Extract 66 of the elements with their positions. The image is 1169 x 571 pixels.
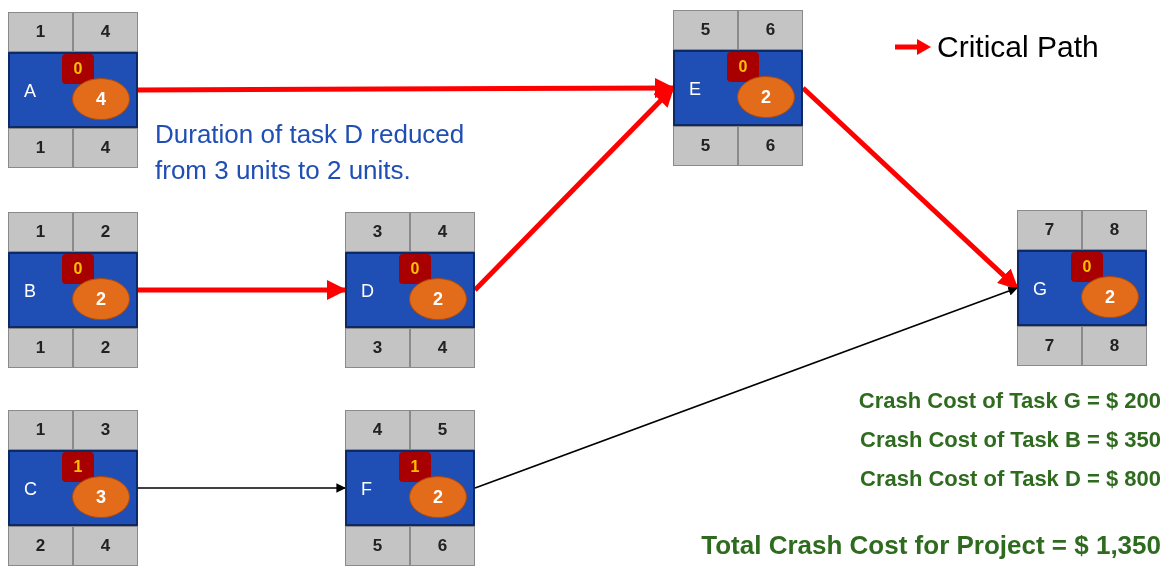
task-label: D: [361, 280, 374, 303]
task-node: [8, 410, 138, 566]
time-cell: 3: [73, 410, 138, 450]
arrow: [138, 280, 347, 300]
slack-badge: 1: [62, 452, 94, 482]
time-cell: 4: [410, 212, 475, 252]
task-node: [8, 12, 138, 168]
note-text: Duration of task D reduced from 3 units to 2 units.: [155, 118, 466, 187]
time-cell: 2: [73, 328, 138, 368]
duration-ellipse: 2: [72, 278, 130, 320]
time-cell: 7: [1017, 210, 1082, 250]
task-label: A: [24, 80, 36, 103]
task-node: [8, 212, 138, 368]
time-cell: 3: [345, 212, 410, 252]
time-cell: 6: [738, 10, 803, 50]
slack-badge: 0: [1071, 252, 1103, 282]
duration-ellipse: 2: [737, 76, 795, 118]
time-cell: 1: [8, 128, 73, 168]
total-cost-text: Total Crash Cost for Project = $ 1,350: [701, 529, 1161, 562]
duration-ellipse: 3: [72, 476, 130, 518]
time-cell: 1: [8, 212, 73, 252]
arrow: [137, 483, 346, 493]
time-cell: 6: [410, 526, 475, 566]
slack-badge: 1: [399, 452, 431, 482]
slack-badge: 0: [727, 52, 759, 82]
arrow: [138, 78, 675, 99]
time-cell: 2: [8, 526, 73, 566]
time-cell: 4: [73, 12, 138, 52]
task-label: G: [1033, 278, 1047, 301]
time-cell: 3: [345, 328, 410, 368]
slack-badge: 0: [62, 254, 94, 284]
task-node: [345, 410, 475, 566]
time-cell: 5: [673, 10, 738, 50]
time-cell: 1: [8, 410, 73, 450]
arrow: [474, 286, 1018, 489]
duration-ellipse: 2: [409, 278, 467, 320]
time-cell: 1: [8, 12, 73, 52]
time-cell: 4: [345, 410, 410, 450]
task-label: E: [689, 78, 701, 101]
cost-text: Crash Cost of Task B = $ 350: [860, 426, 1161, 454]
task-label: F: [361, 478, 372, 501]
time-cell: 2: [73, 212, 138, 252]
time-cell: 4: [73, 128, 138, 168]
duration-ellipse: 2: [409, 476, 467, 518]
duration-ellipse: 4: [72, 78, 130, 120]
task-label: B: [24, 280, 36, 303]
time-cell: 6: [738, 126, 803, 166]
cost-text: Crash Cost of Task D = $ 800: [860, 465, 1161, 493]
task-node: [345, 212, 475, 368]
legend-text: Critical Path: [937, 29, 1099, 65]
task-label: C: [24, 478, 37, 501]
time-cell: 5: [410, 410, 475, 450]
slack-badge: 0: [399, 254, 431, 284]
duration-ellipse: 2: [1081, 276, 1139, 318]
time-cell: 4: [73, 526, 138, 566]
task-node: [1017, 210, 1147, 366]
time-cell: 5: [673, 126, 738, 166]
cost-text: Crash Cost of Task G = $ 200: [858, 387, 1161, 415]
time-cell: 5: [345, 526, 410, 566]
time-cell: 1: [8, 328, 73, 368]
task-node: [673, 10, 803, 166]
time-cell: 8: [1082, 326, 1147, 366]
time-cell: 8: [1082, 210, 1147, 250]
slack-badge: 0: [62, 54, 94, 84]
time-cell: 7: [1017, 326, 1082, 366]
time-cell: 4: [410, 328, 475, 368]
